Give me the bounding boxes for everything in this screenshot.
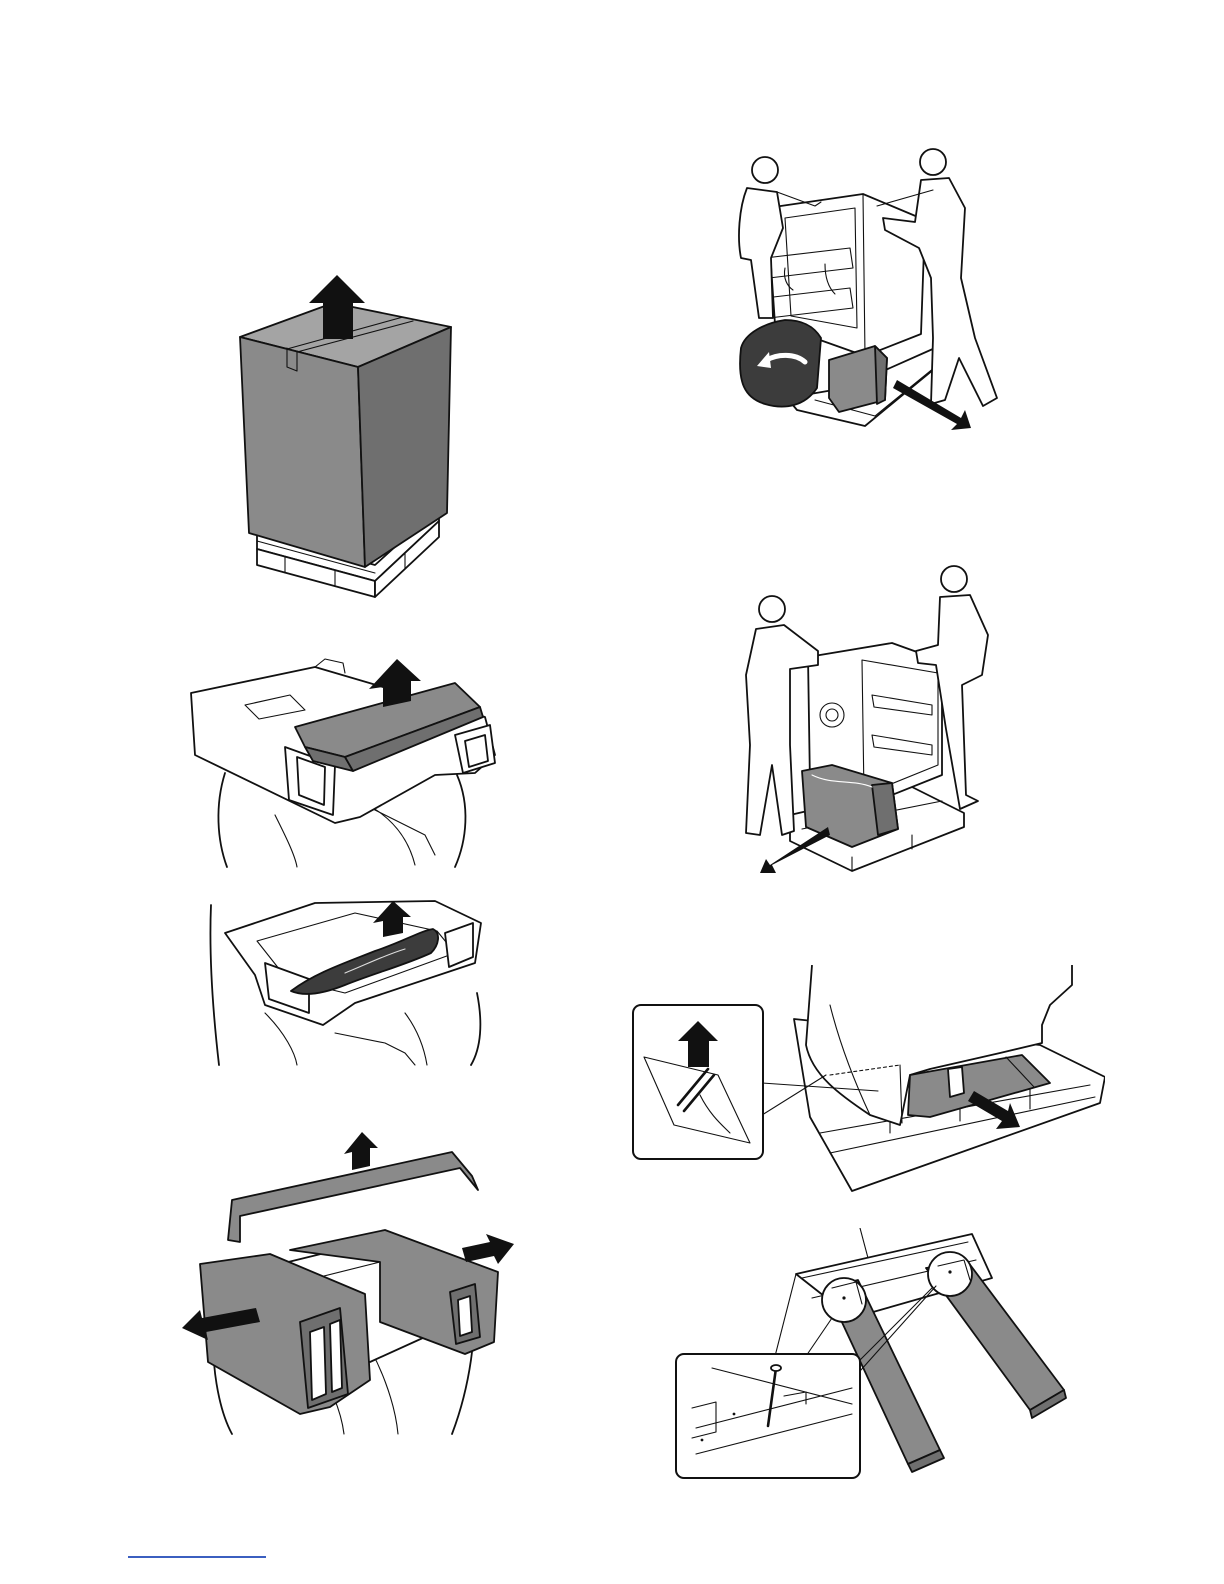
boxed-unit-on-pallet-illustration (225, 275, 470, 605)
two-people-remove-rear-cushion-illustration (742, 565, 997, 880)
side-cushions-removal-illustration (180, 1132, 520, 1437)
two-people-remove-front-cushion-illustration (725, 148, 1005, 433)
top-cushion-removal-illustration (185, 655, 505, 870)
bag-removal-illustration (205, 893, 490, 1068)
ramp-fixing-illustration (672, 1228, 1072, 1484)
footer-link-underline[interactable] (128, 1556, 266, 1558)
screw-bag-removal-illustration (630, 965, 1105, 1195)
